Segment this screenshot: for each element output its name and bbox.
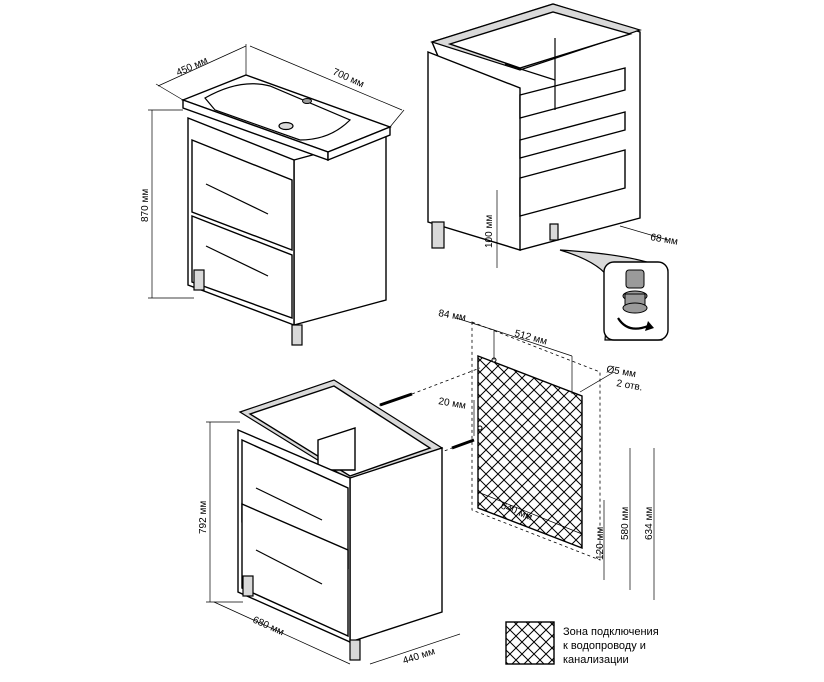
vanity-with-sink: 450 мм 700 мм 870 мм — [140, 44, 405, 346]
dim-792: 792 мм — [198, 501, 209, 534]
bottom-lower-handle — [255, 549, 323, 585]
bottom-leg-left — [242, 575, 254, 597]
rotate-arrow-icon — [617, 317, 654, 331]
dim-hole-diameter: Ø5 мм — [605, 364, 636, 380]
bottom-side-panel — [349, 447, 443, 643]
legend-line-1: Зона подключения — [563, 626, 659, 638]
upper-drawer-handle — [205, 183, 269, 215]
front-leg-right — [291, 324, 303, 346]
dim-hole-count: 2 отв. — [615, 378, 643, 393]
dim-700: 700 мм — [331, 67, 366, 91]
lower-drawer-front — [191, 214, 293, 319]
vanity-without-sink: 792 мм 680 мм 440 мм — [198, 379, 461, 667]
bottom-leg-right — [349, 639, 361, 661]
dim-100: 100 мм — [484, 215, 495, 248]
dim-634: 634 мм — [644, 507, 655, 540]
legend-line-3: канализации — [563, 654, 629, 666]
lower-drawer-handle — [205, 245, 269, 277]
connection-zone — [477, 354, 583, 550]
sink-basin — [204, 83, 352, 141]
open-cabinet-frame: 100 мм 68 мм — [427, 3, 679, 341]
frame-leg-left — [431, 221, 445, 249]
dim-450: 450 мм — [175, 55, 210, 79]
dim-680: 680 мм — [251, 615, 286, 639]
screw-bottom — [399, 438, 475, 469]
legend-swatch — [505, 621, 555, 665]
bottom-upper-handle — [255, 487, 323, 521]
upper-drawer-front — [191, 138, 293, 252]
drain-hole — [278, 121, 294, 131]
faucet-hole — [302, 98, 312, 104]
dim-20: 20 мм — [437, 396, 466, 412]
dim-580: 580 мм — [620, 507, 631, 540]
frame-leg-center — [549, 223, 559, 241]
dim-440: 440 мм — [402, 646, 437, 667]
front-leg-left — [193, 269, 205, 291]
mounting-scheme: 84 мм 512 мм Ø5 мм 2 отв. 20 мм 640 мм 1… — [339, 308, 655, 600]
dim-84: 84 мм — [437, 308, 466, 324]
dim-68: 68 мм — [649, 232, 678, 248]
dim-870: 870 мм — [140, 189, 151, 222]
legend-line-2: к водопроводу и — [563, 640, 646, 652]
dim-120: 120 мм — [595, 527, 606, 560]
legend: Зона подключения к водопроводу и канализ… — [505, 621, 659, 666]
